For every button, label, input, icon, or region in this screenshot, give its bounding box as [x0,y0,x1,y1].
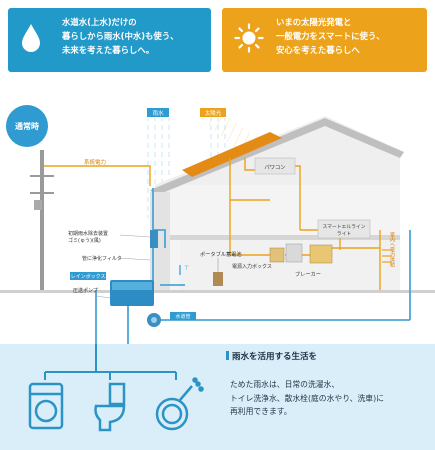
usage-line: ためた雨水は、日常の洗濯水、 [230,380,340,389]
portable-battery-label: ポータブル蓄電池 [200,250,242,258]
solar-card-text: いまの太陽光発電と 一般電力をスマートに使う、 安心を考えた暮らしへ [276,16,385,58]
solar-card: いまの太陽光発電と 一般電力をスマートに使う、 安心を考えた暮らしへ [222,8,427,72]
power-conditioner-label: パワコン [264,164,285,171]
power-box [269,243,303,263]
water-card-line: 水道水(上水)だけの [62,17,137,27]
solar-label-box: 太陽光 [200,108,226,117]
solar-card-line: 安心を考えた暮らしへ [276,44,360,55]
water-card-text: 水道水(上水)だけの 暮らしから雨水(中水)も使う、 未来を考えた暮らしへ。 [62,16,179,58]
power-box-label: 電源入力ボックス [232,263,272,270]
pipe-filter-label: 管に浄化フィルタ [82,255,122,262]
pressure-pump-label: 圧送ポンプ [73,287,98,294]
solar-label: 太陽光 [205,109,222,117]
toilet-icon [94,382,126,432]
usage-line: 再利用できます。 [230,407,292,417]
house-system-diagram: 通常時 雨水 太陽光 系統電力 [0,105,435,345]
icon-connector-pipes [44,344,177,380]
breaker: ブレーカー [295,244,333,278]
hose-icon [155,377,204,431]
rainwater-usage-panel [0,344,435,450]
smart-light-label: スマートエルライン [322,224,365,230]
pump [147,313,161,327]
outlet-arrows [382,249,392,263]
portable-battery: ポータブル蓄電池 [200,250,242,286]
usage-icons [28,344,204,432]
usage-title: 雨水を活用する生活を [225,351,318,362]
mode-label: 通常時 [15,121,39,131]
breaker-label: ブレーカー [295,270,321,278]
rain-box-label: レインボックス [71,273,106,280]
power-conditioner: パワコン [254,157,296,175]
water-pipe-label-box [170,312,196,320]
first-flush-label: 初期雨水除去装置 [68,230,108,237]
sun-icon [234,23,264,53]
water-drop-icon [22,24,40,52]
washing-machine-icon [28,382,64,430]
water-card: 水道水(上水)だけの 暮らしから雨水(中水)も使う、 未来を考えた暮らしへ。 [8,8,211,72]
grid-power-line [44,165,151,186]
smart-light: スマートエルライン ライト [317,219,371,239]
rain-box-label-box [70,272,106,280]
smart-light-label-2: ライト [337,231,352,237]
rain-box-tank [110,280,154,306]
solar-panel [182,132,282,177]
water-pipe-label: 水道管 [175,313,190,320]
solar-card-line: 一般電力をスマートに使う、 [276,30,385,41]
first-flush-device [150,230,158,248]
water-card-line: 未来を考えた暮らしへ。 [62,44,155,55]
usage-description: ためた雨水は、日常の洗濯水、 トイレ洗浄水、散水栓(庭の水やり、洗車)に 再利用… [230,378,384,419]
grid-power-label: 系統電力 [84,158,106,166]
solar-card-line: いまの太陽光発電と [276,17,352,27]
usage-line: トイレ洗浄水、散水栓(庭の水やり、洗車)に [230,393,384,403]
rain-label: 雨水 [152,109,164,117]
faucet-icon: ⊤ [184,265,189,272]
water-card-line: 暮らしから雨水(中水)も使う、 [62,30,179,41]
rain-label-box: 雨水 [147,108,169,117]
first-flush-label-2: ゴミ(ゅう)(風) [68,237,101,244]
mode-badge: 通常時 [6,105,48,147]
utility-pole [30,150,54,290]
